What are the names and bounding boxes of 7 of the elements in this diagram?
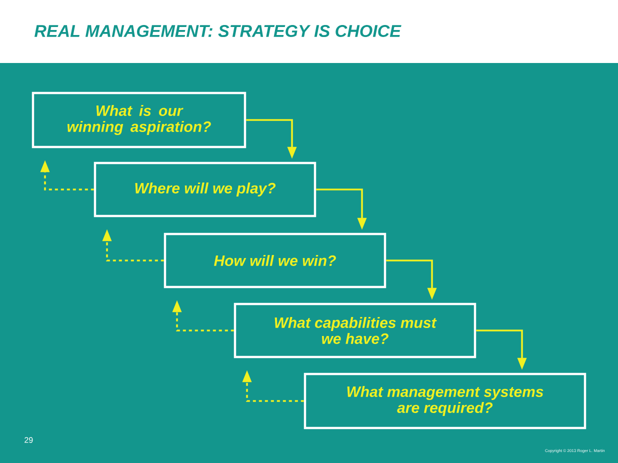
- question-box: What management systems are required?: [304, 372, 586, 430]
- question-box: How will we win?: [164, 232, 386, 288]
- question-box: What is our winning aspiration?: [32, 92, 246, 148]
- question-box: Where will we play?: [94, 162, 316, 218]
- slide-title: REAL MANAGEMENT: STRATEGY IS CHOICE: [34, 24, 402, 38]
- question-box: What capabilities must we have?: [234, 302, 476, 358]
- page-number: 29: [24, 437, 33, 443]
